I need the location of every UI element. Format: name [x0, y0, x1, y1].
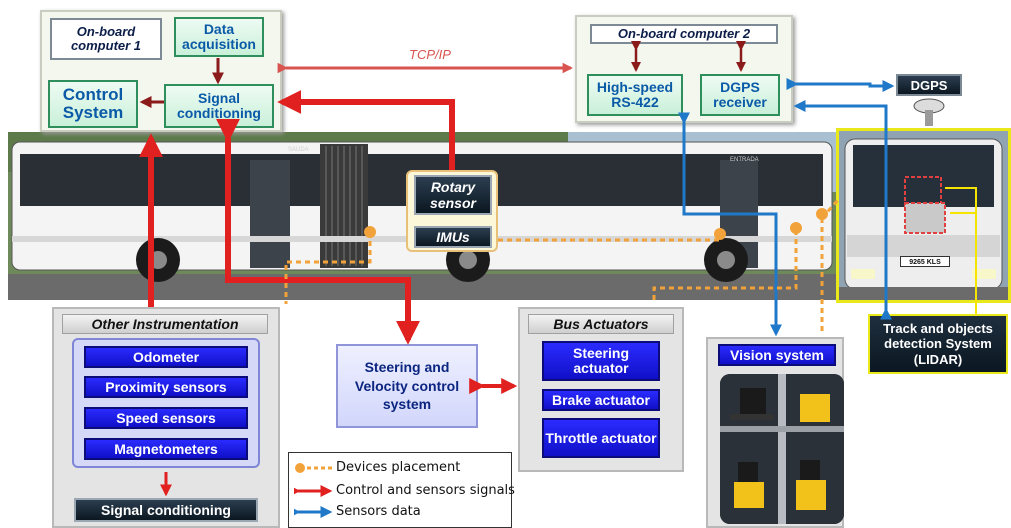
bus-front-sign: SAUDA: [288, 147, 309, 153]
bus-actuators-title: Bus Actuators: [528, 314, 674, 334]
onboard-computer-1-title: On-board computer 1: [50, 18, 162, 60]
speed-sensors-item: Speed sensors: [84, 407, 248, 429]
bus-rear-sign: ENTRADA: [730, 157, 759, 163]
dgps-receiver-box: DGPS receiver: [700, 74, 780, 116]
lidar-pointer-2: [950, 212, 977, 214]
legend-sensors-label: Sensors data: [336, 504, 421, 519]
data-acquisition-box: Data acquisition: [174, 17, 264, 57]
dgps-antenna-icon: [912, 98, 946, 128]
magnetometers-item: Magnetometers: [84, 438, 248, 460]
imus-box: IMUs: [414, 226, 492, 248]
odometer-item: Odometer: [84, 346, 248, 368]
signal-conditioning-footer: Signal conditioning: [74, 498, 258, 522]
legend-devices-label: Devices placement: [336, 460, 461, 475]
steering-actuator-item: Steering actuator: [542, 341, 660, 381]
signal-conditioning-box: Signal conditioning: [164, 84, 274, 128]
lidar-box: Track and objects detection System (LIDA…: [868, 314, 1008, 374]
onboard-computer-2-title: On-board computer 2: [590, 24, 778, 44]
tcp-ip-label: TCP/IP: [409, 47, 451, 62]
rs422-box: High-speed RS-422: [587, 74, 683, 116]
control-system-box: Control System: [48, 80, 138, 128]
vision-cameras-photo: [720, 374, 844, 524]
steering-velocity-box: Steering and Velocity control system: [336, 344, 478, 428]
other-instrumentation-title: Other Instrumentation: [62, 314, 268, 334]
vision-system-title: Vision system: [718, 344, 836, 366]
arrow-dgps-receiver-to-dgps: [786, 78, 895, 92]
license-plate: 9265 KLS: [900, 256, 950, 267]
legend-control-label: Control and sensors signals: [336, 483, 515, 498]
lidar-pointer-3: [975, 187, 977, 317]
legend-swatch-control: [294, 485, 333, 497]
legend-swatch-devices: [295, 463, 332, 473]
rotary-sensor-box: Rotary sensor: [414, 175, 492, 215]
brake-actuator-item: Brake actuator: [542, 389, 660, 411]
legend-swatch-sensors: [294, 506, 333, 518]
proximity-sensors-item: Proximity sensors: [84, 376, 248, 398]
lidar-pointer-1: [945, 187, 977, 189]
throttle-actuator-item: Throttle actuator: [542, 418, 660, 458]
dgps-box: DGPS: [896, 74, 962, 96]
bus-front-photo: [836, 128, 1011, 303]
